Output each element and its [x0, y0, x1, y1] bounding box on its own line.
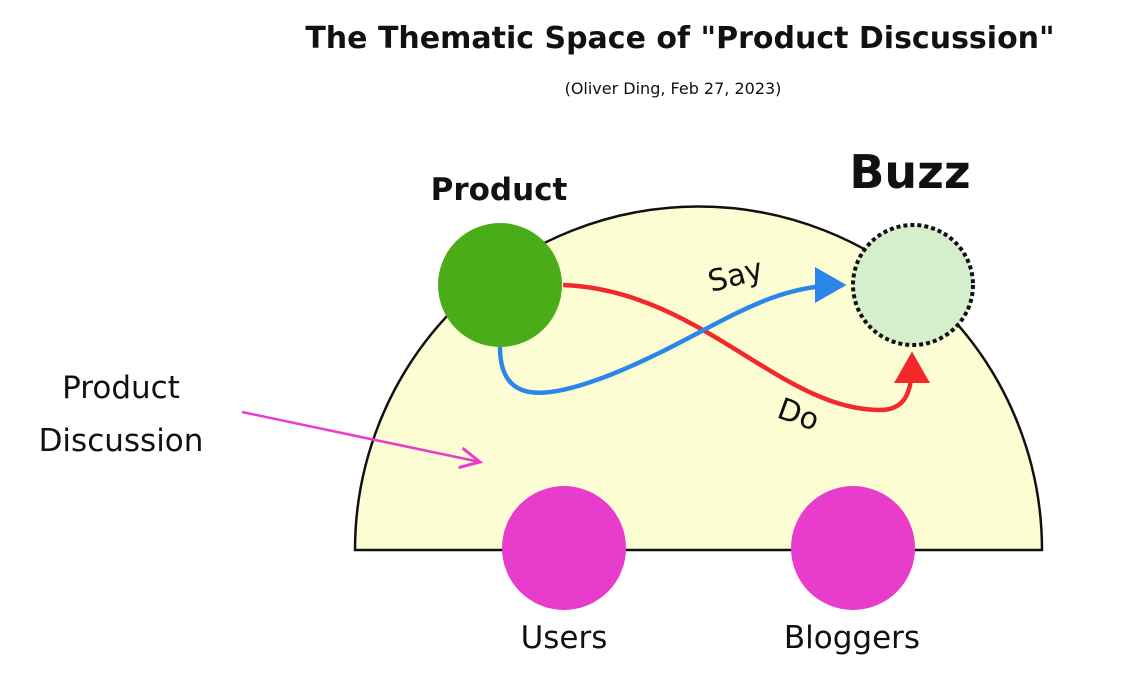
diagram-subtitle: (Oliver Ding, Feb 27, 2023)	[565, 79, 782, 98]
product-node	[438, 223, 562, 347]
diagram-title: The Thematic Space of "Product Discussio…	[305, 21, 1054, 56]
users-node	[502, 486, 626, 610]
pointer-arrow	[241, 410, 480, 462]
say-arrow	[497, 267, 847, 395]
region-label-line1: Product	[62, 370, 180, 406]
buzz-label: Buzz	[849, 145, 970, 199]
buzz-node	[851, 223, 975, 347]
region-label-line2: Discussion	[39, 423, 204, 459]
bloggers-label: Bloggers	[784, 620, 920, 656]
bloggers-node	[791, 486, 915, 610]
users-label: Users	[521, 620, 608, 656]
do-arrow	[562, 282, 930, 413]
product-label: Product	[431, 172, 568, 208]
